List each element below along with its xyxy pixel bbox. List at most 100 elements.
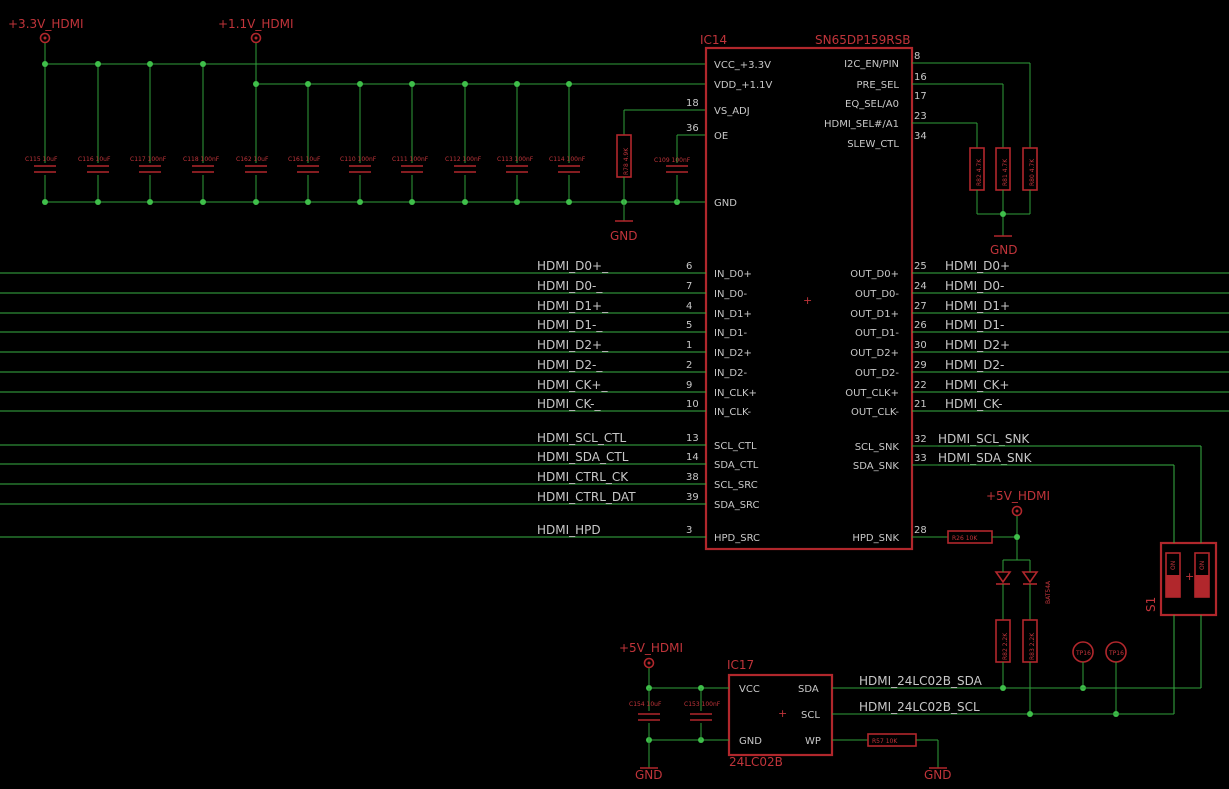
res-right-1: R81 4.7K bbox=[1002, 158, 1009, 186]
svg-text:HDMI_SCL_CTL: HDMI_SCL_CTL bbox=[537, 431, 627, 445]
svg-text:HDMI_D2+: HDMI_D2+ bbox=[945, 338, 1010, 352]
power-label-5v-a: +5V_HDMI bbox=[986, 489, 1050, 503]
cap-oe-label: C109 100nF bbox=[654, 157, 691, 164]
net-out-0: HDMI_D0+ bbox=[912, 259, 1229, 274]
svg-text:SDA_CTL: SDA_CTL bbox=[714, 460, 759, 471]
svg-text:OUT_D0+: OUT_D0+ bbox=[850, 269, 899, 280]
cap-eeprom-0: C154 10uF bbox=[629, 701, 662, 708]
res-right-2: R80 4.7K bbox=[1029, 158, 1036, 186]
capacitor-5: C161 10uF bbox=[288, 81, 321, 205]
capacitor-label: C115 10uF bbox=[25, 156, 58, 163]
svg-text:25: 25 bbox=[914, 261, 927, 272]
net-in-9: HDMI_SDA_CTL bbox=[0, 450, 706, 465]
capacitor-6: C110 100nF bbox=[340, 81, 377, 205]
svg-text:IN_D2+: IN_D2+ bbox=[714, 348, 752, 359]
res-wp-label: R57 10K bbox=[872, 738, 898, 745]
svg-text:21: 21 bbox=[914, 399, 927, 410]
eeprom-power: +5V_HDMI C154 10uF C153 100nF GND bbox=[619, 641, 729, 782]
ic14-origin: + bbox=[803, 294, 812, 307]
ic14-pin-sda-ctl: SDA_CTL 14 bbox=[686, 452, 759, 471]
svg-text:HDMI_D2-_: HDMI_D2-_ bbox=[537, 358, 603, 372]
svg-text:HDMI_D0+_: HDMI_D0+_ bbox=[537, 259, 609, 273]
ic17-body[interactable]: IC17 24LC02B + VCC GND SDA SCL WP bbox=[727, 658, 834, 769]
ic14-pin-out-d1-: OUT_D1- 26 bbox=[855, 320, 927, 339]
capacitor-2: C117 100nF bbox=[130, 61, 167, 205]
svg-text:OUT_D1-: OUT_D1- bbox=[855, 328, 899, 339]
svg-text:HDMI_CK-: HDMI_CK- bbox=[945, 397, 1002, 411]
capacitor-label: C161 10uF bbox=[288, 156, 321, 163]
testpoint-1[interactable]: TP16 bbox=[1072, 641, 1094, 691]
svg-text:17: 17 bbox=[914, 91, 927, 102]
svg-text:HDMI_D1+_: HDMI_D1+_ bbox=[537, 299, 609, 313]
capacitor-label: C112 100nF bbox=[445, 156, 482, 163]
svg-text:SLEW_CTL: SLEW_CTL bbox=[847, 139, 899, 150]
net-out-9: HDMI_SDA_SNK bbox=[912, 451, 1033, 466]
svg-text:HPD_SNK: HPD_SNK bbox=[852, 533, 899, 544]
tp-label-0: TP16 bbox=[1075, 650, 1091, 657]
gnd-label-top: GND bbox=[610, 229, 638, 243]
ic14-pin-in-d2-: IN_D2+1 bbox=[686, 340, 752, 359]
power-1v1-symbol: +1.1V_HDMI bbox=[218, 17, 294, 84]
net-out-2: HDMI_D1+ bbox=[912, 299, 1229, 314]
capacitor-label: C114 100nF bbox=[549, 156, 586, 163]
net-out-7: HDMI_CK- bbox=[912, 397, 1229, 412]
svg-text:5: 5 bbox=[686, 320, 692, 331]
ic17-pin-vcc: VCC bbox=[739, 684, 760, 695]
svg-text:7: 7 bbox=[686, 281, 692, 292]
ic14-pin-out-d0-: OUT_D0+ 25 bbox=[850, 261, 926, 280]
ic17-part: 24LC02B bbox=[729, 755, 783, 769]
net-in-10: HDMI_CTRL_CK bbox=[0, 470, 706, 485]
svg-text:IN_D1-: IN_D1- bbox=[714, 328, 747, 339]
ic14-pin-in-d1-: IN_D1- 5 bbox=[686, 320, 747, 339]
switch-s1[interactable]: + ON ON S1 bbox=[1144, 541, 1218, 617]
svg-text:HDMI_CTRL_CK: HDMI_CTRL_CK bbox=[537, 470, 629, 484]
ic14-pin-out-d0-: OUT_D0-24 bbox=[855, 281, 927, 300]
svg-text:IN_CLK-: IN_CLK- bbox=[714, 407, 751, 418]
net-in-12: HDMI_HPD bbox=[0, 523, 706, 538]
net-out-6: HDMI_CK+ bbox=[912, 378, 1229, 393]
gnd-symbol-top: GND bbox=[610, 220, 638, 243]
svg-text:34: 34 bbox=[914, 131, 927, 142]
ic14-pin-in-clk-: IN_CLK- 10 bbox=[686, 399, 751, 418]
capacitor-label: C111 100nF bbox=[392, 156, 429, 163]
capacitor-label: C118 100nF bbox=[183, 156, 220, 163]
svg-text:22: 22 bbox=[914, 380, 927, 391]
eeprom-wp: R57 10K GND bbox=[832, 733, 952, 782]
svg-text:HDMI_D0-: HDMI_D0- bbox=[945, 279, 1004, 293]
svg-text:VDD_+1.1V: VDD_+1.1V bbox=[714, 80, 773, 91]
svg-text:26: 26 bbox=[914, 320, 927, 331]
power-label-1v1: +1.1V_HDMI bbox=[218, 17, 294, 31]
svg-text:HDMI_D2-: HDMI_D2- bbox=[945, 358, 1004, 372]
svg-text:GND: GND bbox=[714, 198, 737, 209]
svg-text:HDMI_SEL#/A1: HDMI_SEL#/A1 bbox=[824, 119, 899, 130]
ic14-pin-out-d2-: OUT_D2+30 bbox=[850, 340, 926, 359]
ic14-ref: IC14 bbox=[700, 33, 727, 47]
ic17-pin-wp: WP bbox=[805, 736, 821, 747]
switch-ref: S1 bbox=[1144, 597, 1158, 612]
svg-text:VS_ADJ: VS_ADJ bbox=[714, 106, 750, 117]
net-in-11: HDMI_CTRL_DAT bbox=[0, 490, 706, 505]
ic14-body[interactable]: IC14 SN65DP159RSB + bbox=[700, 33, 914, 551]
svg-text:14: 14 bbox=[686, 452, 699, 463]
svg-text:HDMI_D2+_: HDMI_D2+_ bbox=[537, 338, 609, 352]
testpoint-2[interactable]: TP16 bbox=[1105, 641, 1127, 717]
power-3v3-symbol: +3.3V_HDMI bbox=[8, 17, 84, 64]
capacitor-label: C113 100nF bbox=[497, 156, 534, 163]
svg-text:10: 10 bbox=[686, 399, 699, 410]
svg-text:+: + bbox=[1185, 570, 1194, 583]
gnd-label-right: GND bbox=[990, 243, 1018, 257]
res-vs-label: R78 4.9K bbox=[623, 147, 630, 175]
ic14-pin-gnd: GND bbox=[714, 198, 737, 209]
net-in-2: HDMI_D1+_ bbox=[0, 299, 706, 314]
svg-text:2: 2 bbox=[686, 360, 692, 371]
gnd-label-wp: GND bbox=[924, 768, 952, 782]
ic14-pin-in-d2-: IN_D2-2 bbox=[686, 360, 747, 379]
capacitor-7: C111 100nF bbox=[392, 81, 429, 205]
